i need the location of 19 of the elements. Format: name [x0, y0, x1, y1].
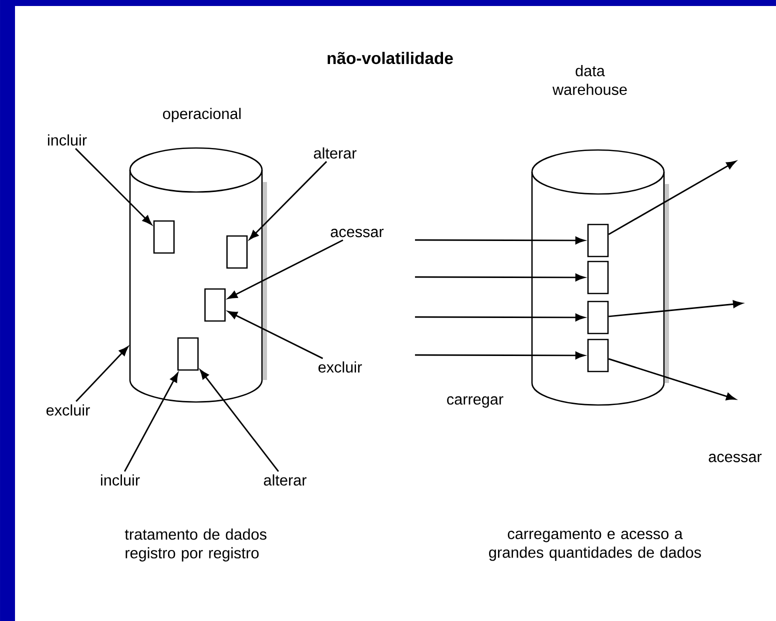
caption: carregamento e acesso a grandes quantidades de dados	[489, 529, 701, 561]
operation-label: alterar	[264, 474, 306, 486]
label: carregar	[447, 396, 504, 408]
operation-label: acessar	[330, 228, 384, 238]
operation-label: alterar	[314, 147, 356, 159]
title: não-volatilidade	[328, 52, 453, 64]
label: acessar	[708, 454, 762, 462]
caption: tratamento de dados registro por registro	[124, 528, 266, 562]
operation-label: excluir	[318, 361, 362, 373]
operation-label: incluir	[48, 134, 87, 146]
arrow	[200, 370, 279, 472]
arrow	[249, 161, 328, 240]
arrow	[124, 372, 178, 472]
arrow	[75, 148, 152, 225]
cylinder-label: data warehouse	[552, 65, 627, 95]
arrow	[76, 346, 128, 402]
operation-label: incluir	[101, 474, 140, 486]
cylinder-label: operacional	[163, 108, 241, 122]
operation-label: excluir	[46, 404, 90, 416]
